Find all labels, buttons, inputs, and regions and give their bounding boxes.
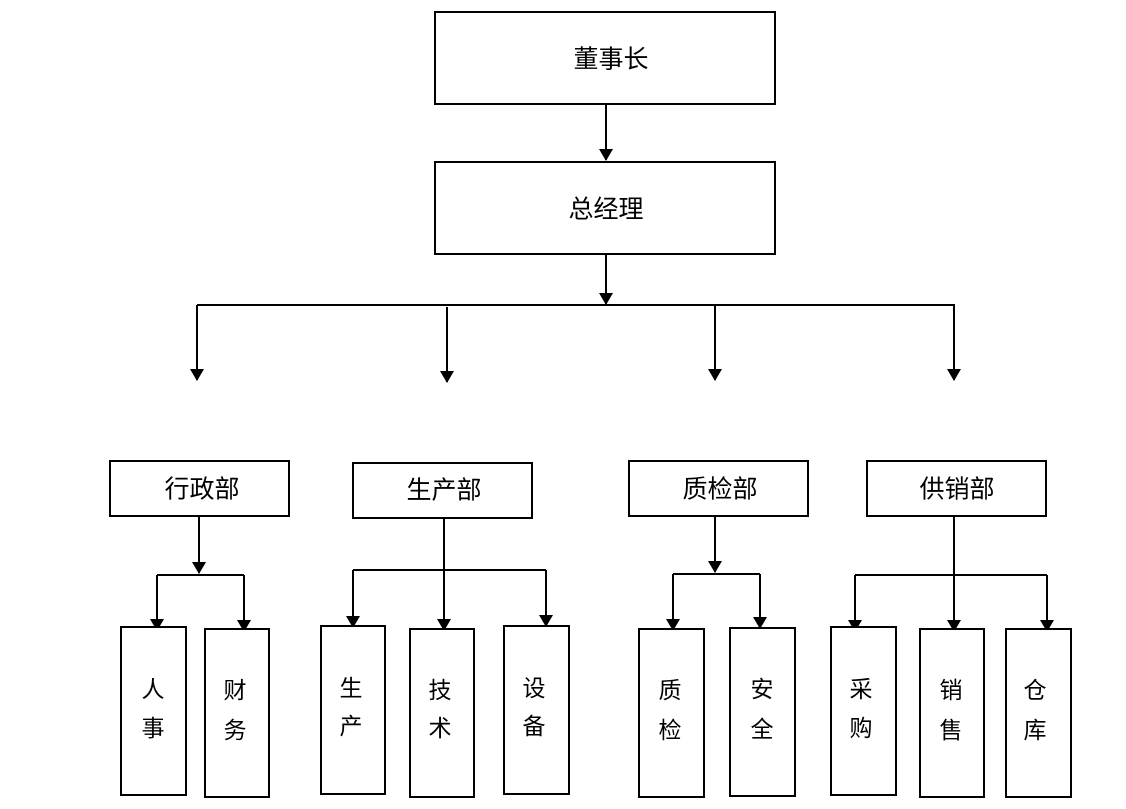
dept-admin-box: [109, 460, 290, 517]
section-purchase-box: [830, 626, 897, 796]
dept-sales-label: 供销部: [919, 475, 994, 504]
section-equipment-box: [503, 625, 570, 795]
node-dept-admin: 行政部: [109, 460, 290, 517]
section-equipment-char-2: 备: [523, 714, 546, 740]
section-quality-char-1: 质: [659, 678, 682, 704]
node-section-safety: 安 全: [729, 627, 796, 797]
section-production-char-1: 生: [340, 676, 363, 702]
connectors: [150, 105, 1054, 632]
section-finance-box: [204, 628, 270, 798]
dept-qc-label: 质检部: [682, 475, 757, 504]
dept-admin-label: 行政部: [164, 475, 239, 504]
section-hr-box: [120, 626, 187, 796]
section-warehouse-char-1: 仓: [1024, 678, 1047, 704]
node-section-tech: 技 术: [409, 628, 475, 798]
section-purchase-char-1: 采: [850, 677, 873, 703]
node-general-manager: 总经理: [434, 161, 776, 255]
general-manager-label: 总经理: [568, 195, 643, 224]
section-quality-box: [638, 628, 705, 798]
node-section-production: 生 产: [320, 625, 386, 795]
section-quality-char-2: 检: [659, 718, 682, 744]
section-warehouse-box: [1005, 628, 1072, 798]
section-tech-char-2: 术: [429, 716, 452, 742]
dept-qc-box: [628, 460, 809, 517]
dept-sales-box: [866, 460, 1047, 517]
section-production-char-2: 产: [340, 714, 363, 740]
section-warehouse-char-2: 库: [1024, 718, 1047, 744]
section-equipment-char-1: 设: [523, 676, 546, 702]
node-dept-qc: 质检部: [628, 460, 809, 517]
section-tech-char-1: 技: [429, 678, 452, 704]
node-section-quality: 质 检: [638, 628, 705, 798]
section-safety-char-1: 安: [751, 677, 774, 703]
node-section-hr: 人 事: [120, 626, 187, 796]
section-safety-box: [729, 627, 796, 797]
node-dept-sales: 供销部: [866, 460, 1047, 517]
node-chairman: 董事长: [434, 11, 776, 105]
section-finance-char-2: 务: [224, 718, 247, 744]
chairman-label: 董事长: [573, 45, 648, 74]
section-finance-char-1: 财: [224, 678, 247, 704]
section-safety-char-2: 全: [751, 717, 774, 743]
section-sales-char-2: 售: [940, 718, 963, 744]
general-manager-box: [434, 161, 776, 255]
section-production-box: [320, 625, 386, 795]
section-hr-char-2: 事: [142, 716, 165, 742]
node-section-sales: 销 售: [919, 628, 985, 798]
node-section-equipment: 设 备: [503, 625, 570, 795]
node-dept-production: 生产部: [352, 462, 533, 519]
node-section-warehouse: 仓 库: [1005, 628, 1072, 798]
section-sales-box: [919, 628, 985, 798]
dept-production-box: [352, 462, 533, 519]
chairman-box: [434, 11, 776, 105]
section-purchase-char-2: 购: [850, 716, 873, 742]
node-section-purchase: 采 购: [830, 626, 897, 796]
section-sales-char-1: 销: [940, 678, 963, 704]
section-tech-box: [409, 628, 475, 798]
node-section-finance: 财 务: [204, 628, 270, 798]
dept-production-label: 生产部: [406, 476, 481, 505]
section-hr-char-1: 人: [142, 677, 165, 703]
